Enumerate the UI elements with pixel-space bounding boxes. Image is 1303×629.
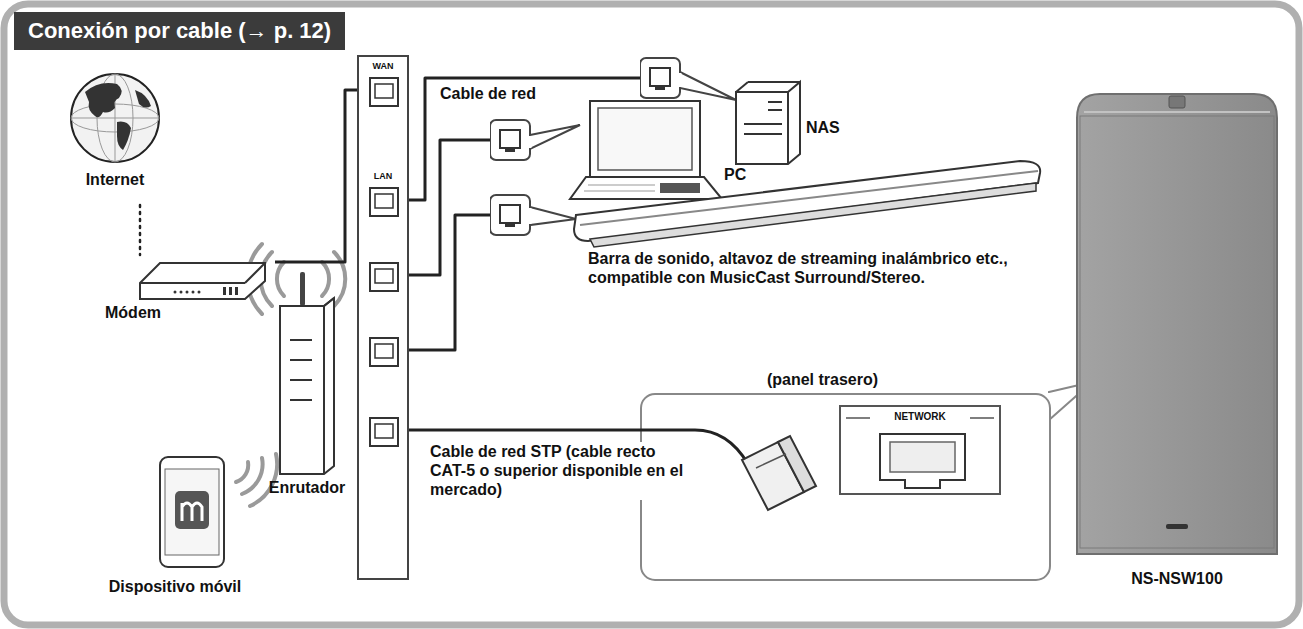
pc-device-art: [490, 95, 750, 205]
device-label: Enrutador: [252, 478, 362, 497]
subwoofer-device-art: [1072, 88, 1282, 563]
mobile-device: Dispositivo móvil: [95, 455, 255, 605]
device-label: WAN: [359, 61, 407, 72]
rear-panel-callout: (panel trasero) NETWORK: [640, 368, 1052, 582]
network-cable: [409, 215, 490, 350]
device-label: NETWORK: [870, 411, 970, 423]
router-device-art: [262, 270, 352, 475]
subwoofer-device: NS-NSW100: [1072, 88, 1282, 598]
stp-cable: [409, 429, 640, 432]
internet-globe-art: [55, 70, 175, 170]
network-cable: [409, 140, 490, 275]
pc-device: PC: [490, 95, 750, 205]
internet-globe: Internet: [55, 70, 175, 205]
soundbar-device: Barra de sonido, altavoz de streaming in…: [490, 155, 1050, 315]
wan-cable: [275, 90, 357, 262]
router-port-panel: WAN LAN: [357, 55, 409, 580]
device-label: NS-NSW100: [1072, 569, 1282, 588]
device-label: PC: [724, 165, 750, 184]
device-label: Internet: [55, 170, 175, 189]
device-label: Módem: [105, 303, 185, 322]
rear-panel-callout-art: [640, 368, 1052, 582]
router-device: Enrutador: [262, 270, 352, 500]
modem-device: Módem: [105, 255, 275, 330]
cable-label: Cable de red: [440, 84, 580, 103]
title-bar: Conexión por cable (→ p. 12): [14, 12, 345, 50]
outer-frame: [4, 4, 1299, 625]
device-label: (panel trasero): [640, 370, 1005, 389]
device-label: Barra de sonido, altavoz de streaming in…: [588, 249, 1028, 287]
device-label: LAN: [359, 171, 407, 182]
device-label: Dispositivo móvil: [95, 577, 255, 596]
modem-device-art: [105, 255, 275, 305]
device-label: NAS: [806, 118, 850, 137]
router-port-panel-art: [359, 57, 411, 582]
mobile-device-art: [95, 455, 255, 570]
cable-label: Cable de red STP (cable recto CAT-5 o su…: [430, 442, 692, 500]
soundbar-device-art: [490, 155, 1050, 315]
internet-link: [139, 205, 142, 255]
